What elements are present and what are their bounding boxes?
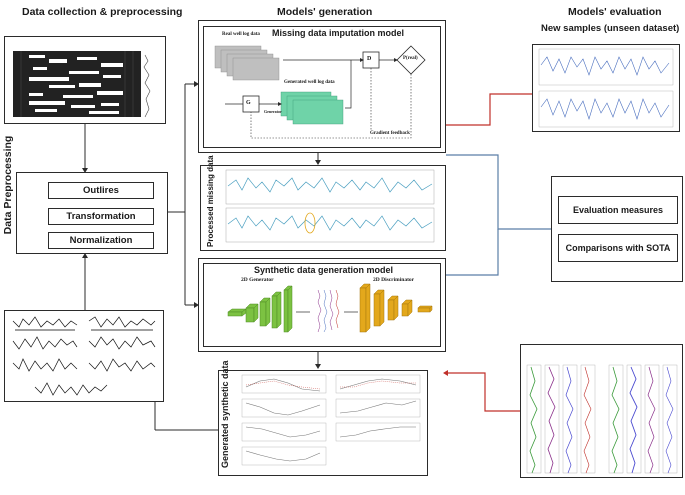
- well-log-tracks: [526, 364, 678, 474]
- step-transformation: Transformation: [48, 208, 154, 225]
- heading-data-collection: Data collection & preprocessing: [22, 6, 183, 18]
- well-log-panels: [4, 310, 164, 402]
- heading-models-evaluation: Models' evaluation: [568, 6, 662, 18]
- new-samples-series: [538, 48, 674, 128]
- processed-series-plots: [225, 169, 435, 243]
- generated-data-label: Generated well log data: [284, 80, 335, 85]
- preprocessing-side-title: Data Preprocessing: [2, 135, 14, 235]
- raw-data-matrix-panel: [4, 36, 166, 124]
- new-samples-panel: [532, 44, 680, 132]
- step-outliers: Outlires: [48, 182, 154, 199]
- gradient-feedback-label: Gradient feedback: [370, 131, 410, 136]
- evaluation-measures-box: Evaluation measures: [558, 196, 678, 224]
- generator-text: Generator: [264, 109, 282, 114]
- synthetic-title: Synthetic data generation model: [254, 265, 394, 275]
- gan-2d-architecture: [227, 283, 433, 333]
- imputation-title: Missing data imputation model: [272, 28, 405, 38]
- heading-models-generation: Models' generation: [277, 6, 373, 18]
- new-samples-label: New samples (unseen dataset): [541, 23, 680, 34]
- generator-node-label: G: [246, 100, 251, 106]
- generator-2d-label: 2D Generator: [241, 277, 274, 283]
- generated-curve-plots: [241, 374, 421, 466]
- raw-data-matrix: [13, 51, 151, 118]
- comparisons-sota-box: Comparisons with SOTA: [558, 234, 678, 262]
- discriminator-node-label: D: [367, 56, 372, 62]
- well-log-tracks-panel: [520, 344, 683, 478]
- evaluation-panel: [551, 176, 683, 282]
- decision-label: P(real): [403, 56, 418, 61]
- real-data-label: Real well log data: [222, 32, 260, 37]
- well-log-series-plots: [12, 316, 156, 396]
- step-normalization: Normalization: [48, 232, 154, 249]
- generated-data-vertical-label: Generated synthetic data: [220, 360, 230, 468]
- synthetic-inner-frame: [203, 263, 441, 347]
- processed-data-label: Processed missing data: [206, 155, 215, 247]
- discriminator-2d-label: 2D Discriminator: [373, 277, 415, 283]
- gan-imputation-diagram: [214, 45, 426, 139]
